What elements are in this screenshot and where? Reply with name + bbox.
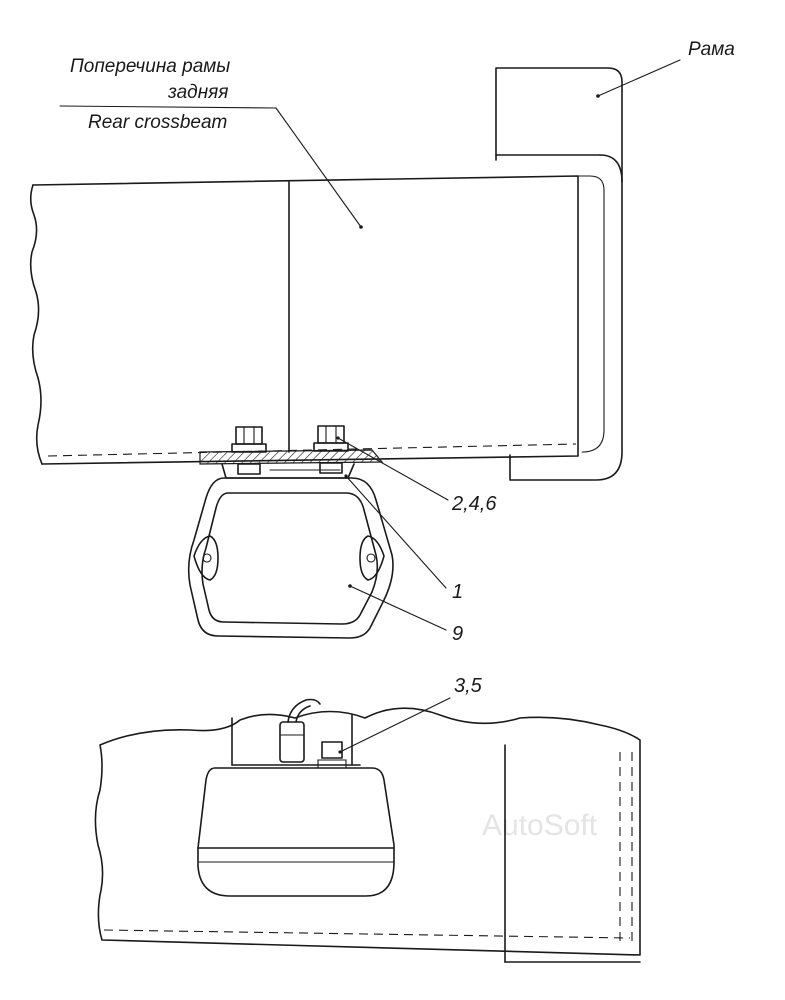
bolt-right [313,425,349,474]
callout-9: 9 [452,623,463,645]
frame-rail [495,67,623,481]
callout-1: 1 [452,581,463,603]
nut-bottom [317,741,347,769]
crossbeam-label-ru-line1: Поперечина рамы [70,56,230,77]
leader-lines-top [59,59,681,631]
top-view [29,59,681,639]
crossbeam-label-en: Rear crossbeam [88,112,227,133]
crossbeam-label-ru-line2: задняя [167,82,228,103]
leader-3-5 [339,697,451,753]
rear-crossbeam [29,175,579,465]
tail-lamp-front [187,477,394,639]
callout-2-4-6: 2,4,6 [451,493,497,515]
bracket [221,463,355,479]
lamp-connector [279,698,321,763]
callout-3-5: 3,5 [454,675,483,697]
watermark-text: AutoSoft [482,809,598,842]
bottom-view [94,697,641,963]
mounting-plate [199,449,384,465]
frame-label: Рама [688,39,735,60]
tail-lamp-side [197,767,395,897]
crossbeam-side [94,707,641,956]
frame-side [504,744,641,963]
bolt-left [231,426,267,475]
